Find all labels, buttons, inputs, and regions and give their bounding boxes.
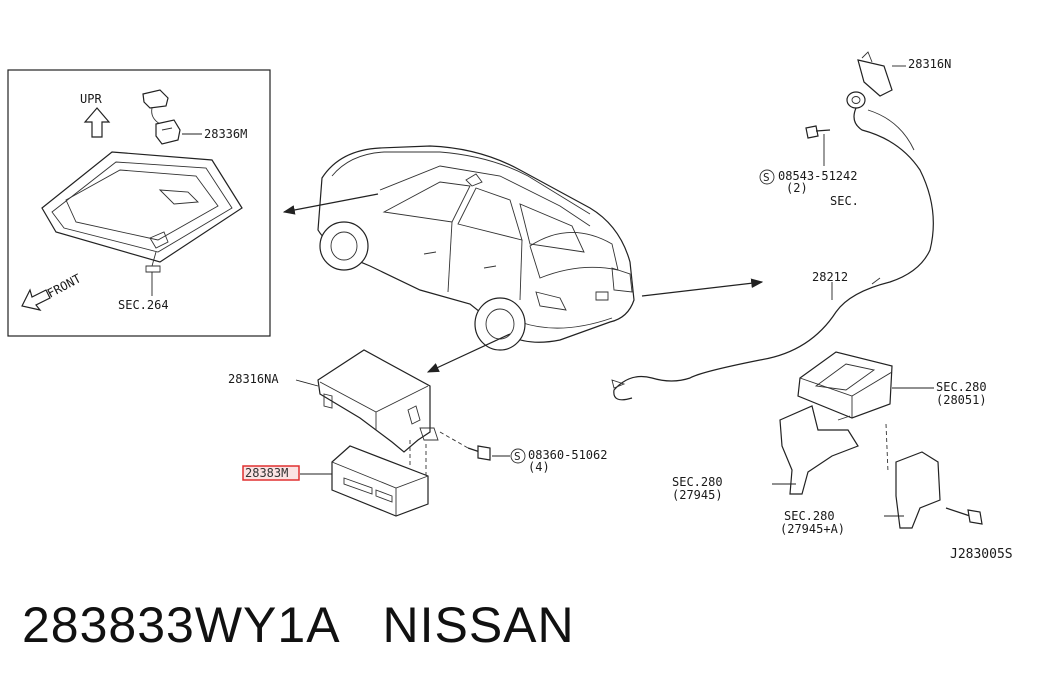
part-label-28316na: 28316NA: [228, 372, 279, 386]
control-unit-assembly: [295, 349, 510, 517]
sec-280-ref-c: (27945+A): [780, 522, 845, 536]
vehicle-illustration: [317, 145, 635, 351]
pointer-arrow-inset: [282, 193, 379, 215]
connector-28336m: [142, 89, 181, 145]
screw-qty-2: (2): [786, 181, 808, 195]
s-circle-icon: S: [759, 169, 775, 185]
brand-name: NISSAN: [382, 597, 575, 653]
s-circle-icon: S: [510, 448, 526, 464]
pointer-arrow-antenna: [641, 278, 764, 297]
svg-text:S: S: [763, 171, 770, 184]
sec-label: SEC.: [830, 194, 859, 208]
front-label: FRONT: [45, 271, 83, 300]
rear-unit-assembly: [772, 351, 983, 529]
part-label-08543-51242: 08543-51242: [778, 169, 857, 183]
inset-panel: UPR 28336M SEC.264 FRONT: [7, 69, 271, 337]
part-label-28336m: 28336M: [204, 127, 247, 141]
screw-qty-4: (4): [528, 460, 550, 474]
sec-280-label-b: SEC.280: [672, 475, 723, 489]
pointer-arrow-unit: [426, 333, 511, 373]
part-label-28316n: 28316N: [908, 57, 951, 71]
sec-280-ref-b: (27945): [672, 488, 723, 502]
sec-280-ref-a: (28051): [936, 393, 987, 407]
part-label-28383m: 28383M: [245, 466, 288, 480]
sec-280-label-c: SEC.280: [784, 509, 835, 523]
diagram-code: J283005S: [950, 547, 1013, 562]
overhead-console: [41, 151, 243, 296]
part-number: 283833WY1A: [22, 597, 338, 653]
screw-icon: [805, 125, 831, 139]
up-arrow-icon: [83, 107, 111, 138]
part-number-caption: 283833WY1A NISSAN: [22, 596, 575, 654]
screw-icon: [467, 445, 491, 461]
highlighted-part-28383m[interactable]: 28383M: [242, 465, 300, 481]
antenna-assembly: 28316N: [611, 51, 951, 401]
sec-280-label-a: SEC.280: [936, 380, 987, 394]
upr-label: UPR: [80, 92, 102, 106]
part-label-28212: 28212: [812, 270, 848, 284]
front-arrow-icon: [21, 288, 51, 311]
sec-264-label: SEC.264: [118, 298, 169, 312]
svg-text:S: S: [514, 450, 521, 463]
bolt-icon: [945, 507, 983, 525]
part-label-08360-51062: 08360-51062: [528, 448, 607, 462]
